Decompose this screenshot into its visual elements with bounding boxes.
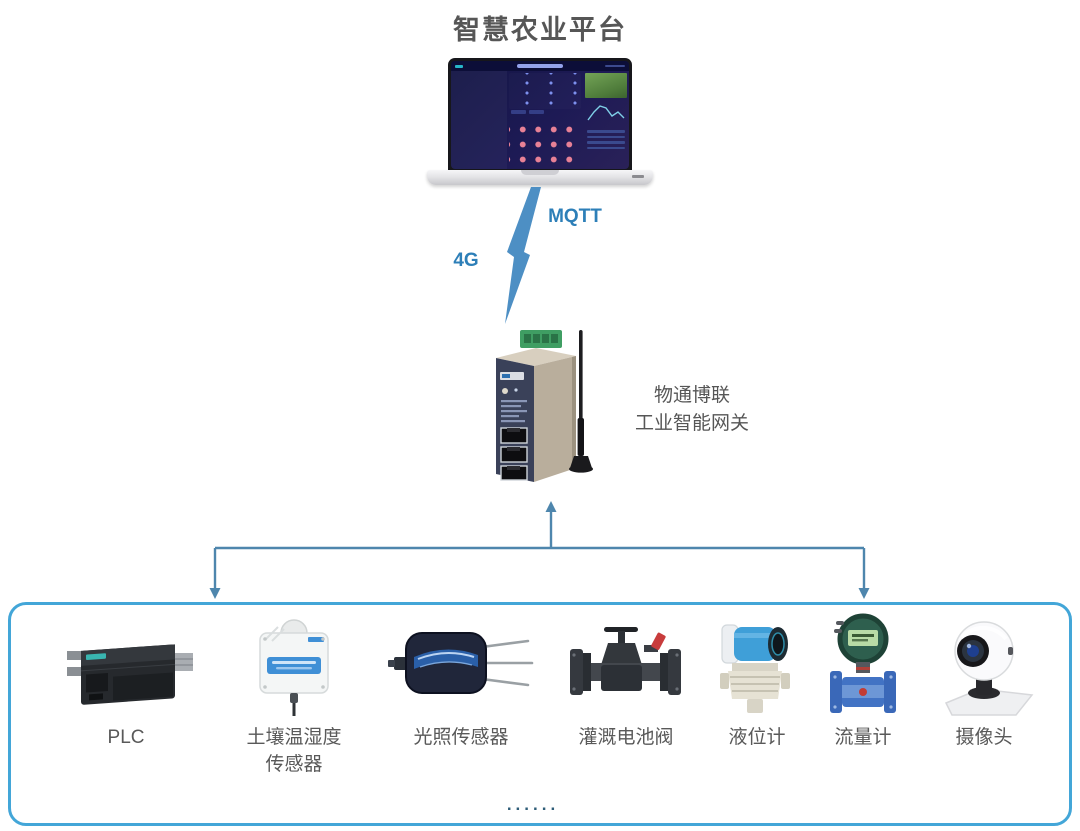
device-label-soil-sensor: 土壤温湿度 传感器 bbox=[224, 724, 364, 778]
laptop-screen bbox=[448, 58, 632, 172]
device-label-camera: 摄像头 bbox=[955, 727, 1013, 748]
soil-sensor-image bbox=[259, 619, 329, 716]
arrow-down-right-icon bbox=[858, 588, 870, 599]
device-label-flow-meter: 流量计 bbox=[834, 727, 892, 748]
camera-image bbox=[944, 621, 1034, 716]
irrigation-valve-image bbox=[570, 627, 681, 695]
device-plc: PLC bbox=[41, 613, 211, 803]
dashboard-menu bbox=[605, 64, 625, 68]
laptop-vent bbox=[632, 175, 644, 178]
page-title: 智慧农业平台 bbox=[453, 15, 627, 45]
dashboard-stats-grid bbox=[509, 73, 581, 109]
antenna-icon bbox=[569, 330, 593, 473]
light-sensor-image bbox=[388, 632, 534, 694]
4g-label: 4G bbox=[453, 250, 479, 271]
level-gauge-image bbox=[720, 624, 790, 713]
flow-meter-image bbox=[830, 613, 896, 713]
gateway-image bbox=[496, 330, 593, 482]
gateway-label-line1: 物通博联 bbox=[653, 385, 730, 406]
device-label-plc: PLC bbox=[107, 727, 145, 748]
device-panel: PLC 土壤温湿度 传感器 bbox=[8, 602, 1072, 826]
field-camera-thumbnail bbox=[585, 73, 627, 98]
platform-laptop bbox=[427, 58, 653, 190]
gateway-device bbox=[480, 318, 660, 488]
device-label-level-gauge: 液位计 bbox=[728, 727, 786, 748]
dashboard-main bbox=[507, 71, 583, 169]
gateway-label-line2: 工业智能网关 bbox=[634, 413, 749, 434]
gateway-label: 物通博联 工业智能网关 bbox=[598, 382, 786, 438]
plc-image bbox=[67, 644, 193, 705]
device-soil-sensor: 土壤温湿度 传感器 bbox=[224, 613, 364, 803]
dashboard-right-stats bbox=[585, 126, 627, 167]
dashboard-title-bar bbox=[517, 64, 563, 68]
dashboard-line-chart bbox=[587, 105, 625, 121]
more-devices-ellipsis: ...... bbox=[506, 795, 560, 814]
device-light-sensor: 光照传感器 bbox=[386, 613, 536, 803]
arrow-down-left-icon bbox=[209, 588, 221, 599]
dashboard-sidebar bbox=[451, 71, 507, 169]
dashboard-header bbox=[451, 61, 629, 71]
device-camera: 摄像头 bbox=[924, 613, 1044, 803]
arrow-up-icon bbox=[545, 501, 557, 512]
device-irrigation-valve: 灌溉电池阀 bbox=[556, 613, 696, 803]
device-level-gauge: 液位计 bbox=[702, 613, 812, 803]
device-label-light-sensor: 光照传感器 bbox=[413, 727, 509, 748]
dashboard-logo bbox=[455, 64, 463, 68]
dashboard-gauge-grid bbox=[509, 118, 581, 167]
dashboard-tabs bbox=[509, 109, 581, 118]
soil-label-line1: 土壤温湿度 bbox=[246, 727, 342, 748]
mqtt-label: MQTT bbox=[548, 206, 602, 227]
dashboard-right-panel bbox=[583, 71, 629, 169]
smart-agriculture-dashboard bbox=[451, 61, 629, 169]
laptop-base bbox=[427, 170, 653, 185]
dashboard-body bbox=[451, 71, 629, 169]
soil-label-line2: 传感器 bbox=[265, 754, 323, 775]
device-flow-meter: 流量计 bbox=[808, 613, 918, 803]
laptop-notch bbox=[521, 170, 559, 175]
device-label-irrigation-valve: 灌溉电池阀 bbox=[578, 727, 674, 748]
